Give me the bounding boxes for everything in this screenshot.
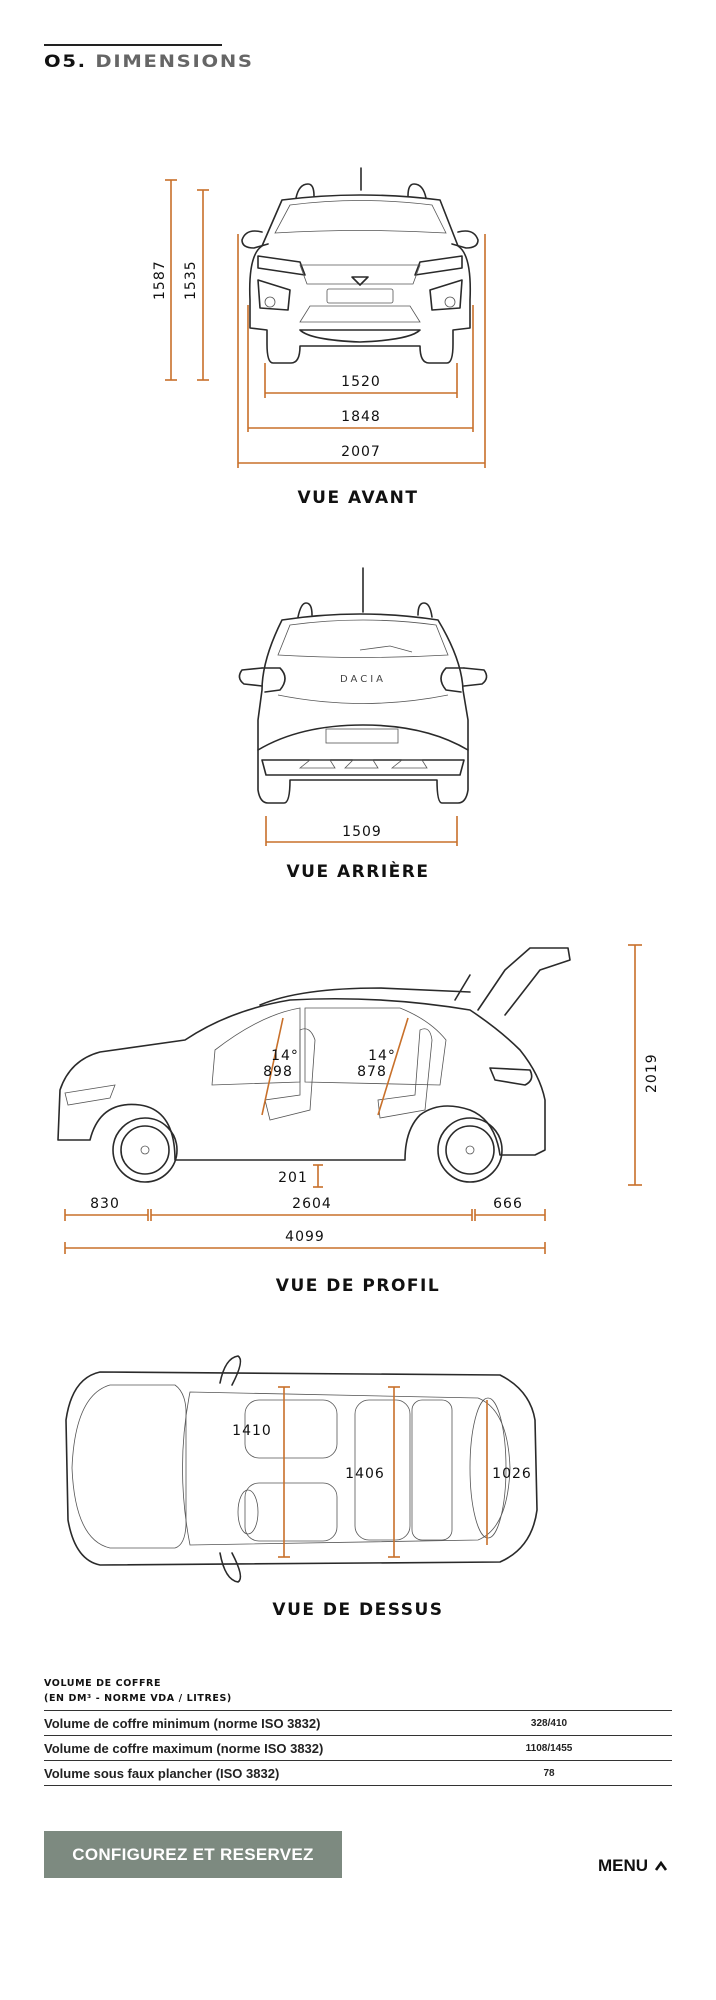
table-row: Volume sous faux plancher (ISO 3832) 78 [44,1760,672,1786]
view-title-rear: VUE ARRIÈRE [286,862,430,882]
profile-car-outline [57,947,571,1183]
boot-volume-heading: VOLUME DE COFFRE (EN DM³ - NORME VDA / L… [44,1676,232,1706]
top-dimension-lines [278,1386,488,1558]
dim-front-overhang: 830 [90,1196,120,1212]
row-label: Volume de coffre maximum (norme ISO 3832… [44,1740,324,1756]
dim-rear-overhang: 666 [493,1196,523,1212]
front-view-drawing: 1587 1535 1520 1848 2007 [152,167,486,468]
boot-volume-table: Volume de coffre minimum (norme ISO 3832… [44,1710,672,1786]
view-title-profile: VUE DE PROFIL [275,1276,441,1296]
top-view-drawing: 1410 1406 1026 [65,1355,538,1583]
dim-track-front: 1520 [341,374,381,390]
section-number: O5. [44,52,87,72]
page-title: O5. DIMENSIONS [44,52,254,72]
dim-front-angle: 14° [271,1048,299,1064]
profile-dimension-lines [64,944,642,1254]
boot-volume-heading-line1: VOLUME DE COFFRE [44,1678,162,1689]
menu-label: MENU [598,1856,649,1875]
dim-track-rear: 1509 [342,824,382,840]
rear-dimension-lines [265,816,458,846]
dim-wheelbase: 2604 [292,1196,332,1212]
dim-width-mirrors: 2007 [341,444,381,460]
row-value: 78 [543,1767,555,1779]
view-title-front: VUE AVANT [297,488,419,508]
dim-ground-clearance: 201 [278,1170,308,1186]
chevron-up-icon [655,1860,668,1871]
dim-height-body: 1535 [183,260,199,300]
profile-view-drawing: 14° 898 14° 878 2019 201 830 2604 666 40… [57,944,660,1254]
dim-rear-headroom: 878 [357,1064,387,1080]
row-label: Volume sous faux plancher (ISO 3832) [44,1765,280,1781]
dim-width-no-mirrors: 1848 [341,409,381,425]
section-title: DIMENSIONS [95,52,254,72]
front-dimension-lines [165,179,486,468]
boot-volume-heading-line2: (EN DM³ - NORME VDA / LITRES) [44,1693,232,1704]
dim-boot-width: 1026 [492,1466,532,1482]
row-label: Volume de coffre minimum (norme ISO 3832… [44,1715,321,1731]
dacia-badge: DACIA [340,674,386,685]
dim-rear-elbow-width: 1406 [345,1466,385,1482]
table-row: Volume de coffre minimum (norme ISO 3832… [44,1710,672,1735]
dim-height-tailgate-open: 2019 [644,1053,660,1093]
rear-view-drawing: DACIA 1509 [238,567,488,846]
dim-height-total: 1587 [152,260,168,300]
row-value: 328/410 [530,1717,568,1729]
row-value: 1108/1455 [525,1742,573,1754]
dim-front-elbow-width: 1410 [232,1423,272,1439]
rear-car-outline: DACIA [238,567,488,804]
dim-length: 4099 [285,1229,325,1245]
header-rule [44,44,222,46]
top-car-outline [65,1355,538,1583]
menu-button[interactable]: MENU [598,1856,668,1876]
view-title-top: VUE DE DESSUS [272,1600,444,1620]
front-car-outline [241,167,479,364]
dim-rear-angle: 14° [368,1048,396,1064]
table-row: Volume de coffre maximum (norme ISO 3832… [44,1735,672,1760]
configure-reserve-button[interactable]: CONFIGUREZ ET RESERVEZ [44,1831,342,1878]
dim-front-headroom: 898 [263,1064,293,1080]
